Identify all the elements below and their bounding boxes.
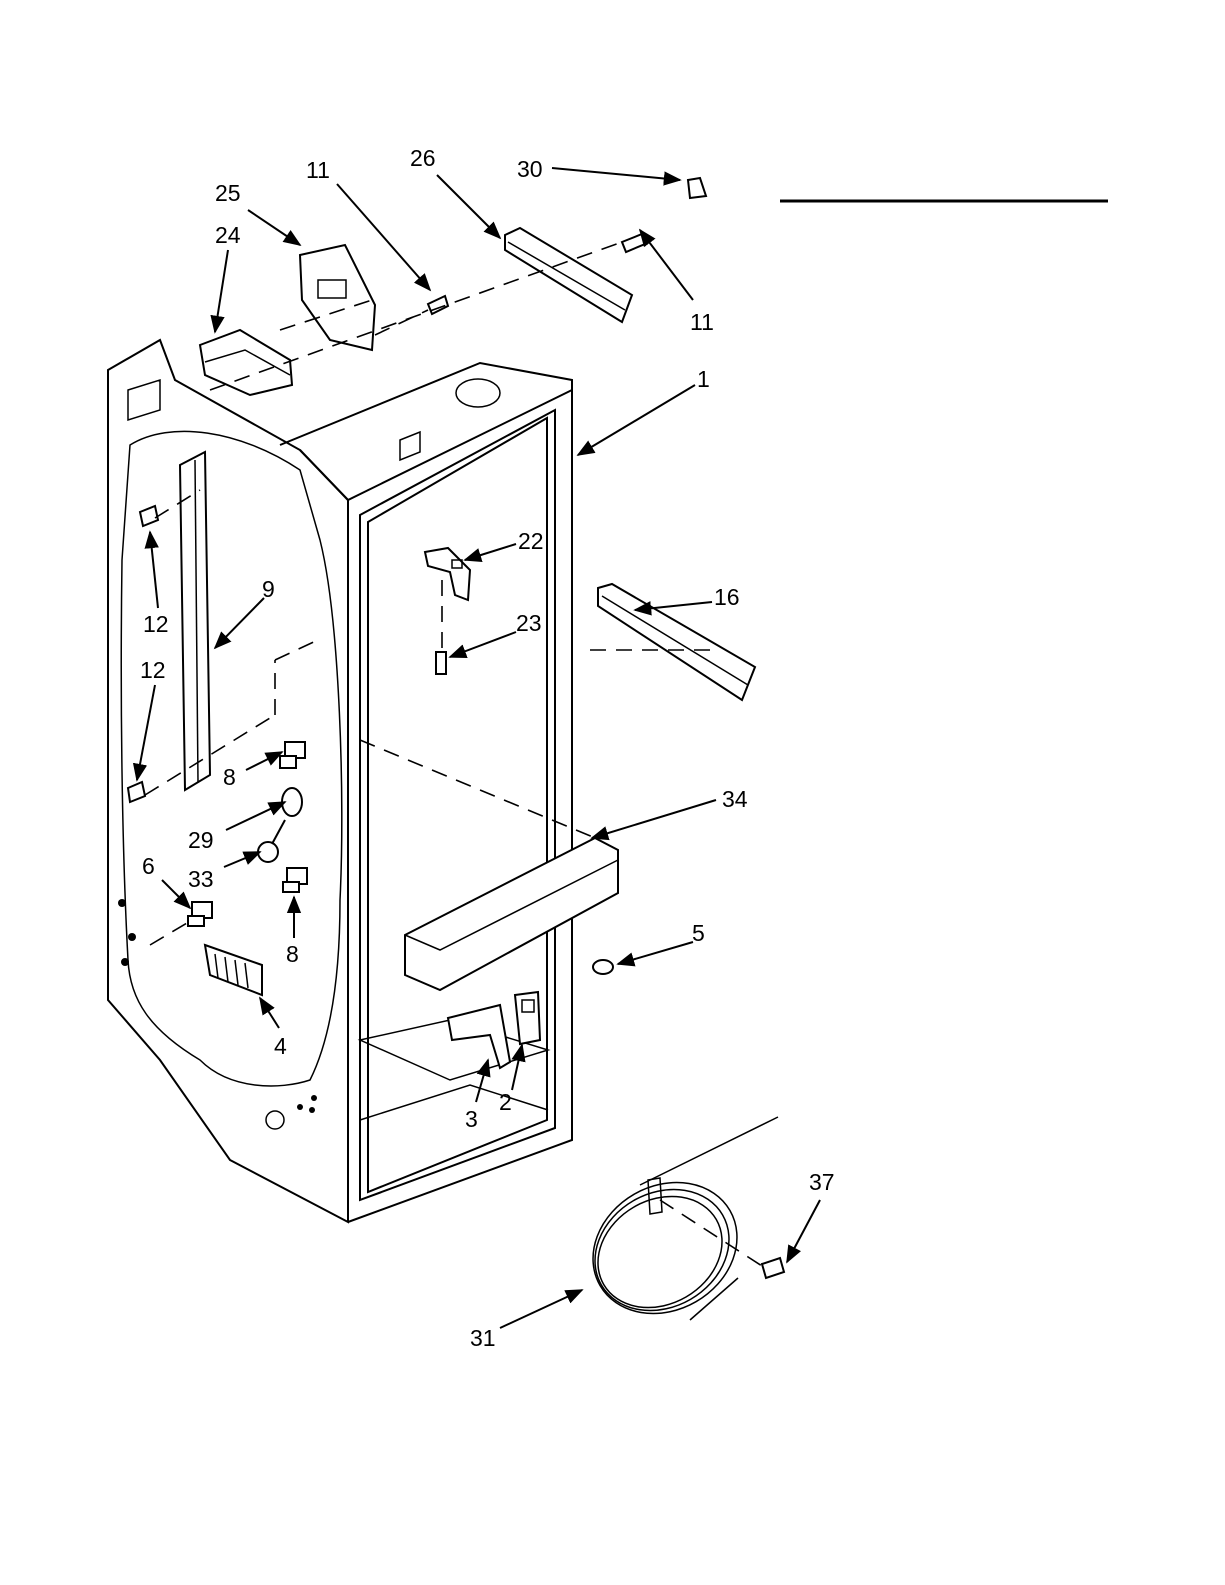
callout-5: 5 <box>692 920 705 946</box>
switch-8-lower <box>283 868 307 892</box>
bulb-33 <box>258 820 285 862</box>
callout-23: 23 <box>516 610 542 636</box>
screw-12-upper <box>140 506 158 526</box>
callout-26: 26 <box>410 145 436 171</box>
tubing-coil-31 <box>569 1117 778 1339</box>
screw-11-right <box>622 234 645 252</box>
callout-2: 2 <box>499 1089 512 1115</box>
assembly-lines <box>145 242 762 1266</box>
callout-34: 34 <box>722 786 748 812</box>
screw-12-lower <box>128 782 145 802</box>
callout-8-upper: 8 <box>223 764 236 790</box>
grille-4 <box>205 945 262 995</box>
bracket-22 <box>425 548 470 600</box>
screw-23 <box>436 652 446 674</box>
callout-8-lower: 8 <box>286 941 299 967</box>
callout-31: 31 <box>470 1325 496 1351</box>
rail-9 <box>180 452 210 790</box>
callout-1: 1 <box>697 366 710 392</box>
callout-11-right: 11 <box>690 309 714 335</box>
callout-3: 3 <box>465 1106 478 1132</box>
bracket-3 <box>448 1005 510 1068</box>
bracket-2 <box>515 992 540 1044</box>
plug-5 <box>593 960 613 974</box>
callout-9: 9 <box>262 576 275 602</box>
callout-12-upper: 12 <box>143 611 169 637</box>
shelf-trim-34 <box>405 838 618 990</box>
callout-25: 25 <box>215 180 241 206</box>
callout-11-top: 11 <box>306 157 330 183</box>
callout-33: 33 <box>188 866 214 892</box>
switch-8-upper <box>280 742 305 768</box>
callout-16: 16 <box>714 584 740 610</box>
switch-6 <box>188 902 212 926</box>
callout-6: 6 <box>142 853 155 879</box>
callout-22: 22 <box>518 528 544 554</box>
callout-12-lower: 12 <box>140 657 166 683</box>
callout-29: 29 <box>188 827 214 853</box>
clip-30 <box>688 178 706 198</box>
callout-4: 4 <box>274 1033 287 1059</box>
callout-30: 30 <box>517 156 543 182</box>
channel-26 <box>505 228 632 322</box>
control-housing-24 <box>200 330 292 395</box>
callout-37: 37 <box>809 1169 835 1195</box>
callout-24: 24 <box>215 222 241 248</box>
screw-37 <box>762 1258 784 1278</box>
